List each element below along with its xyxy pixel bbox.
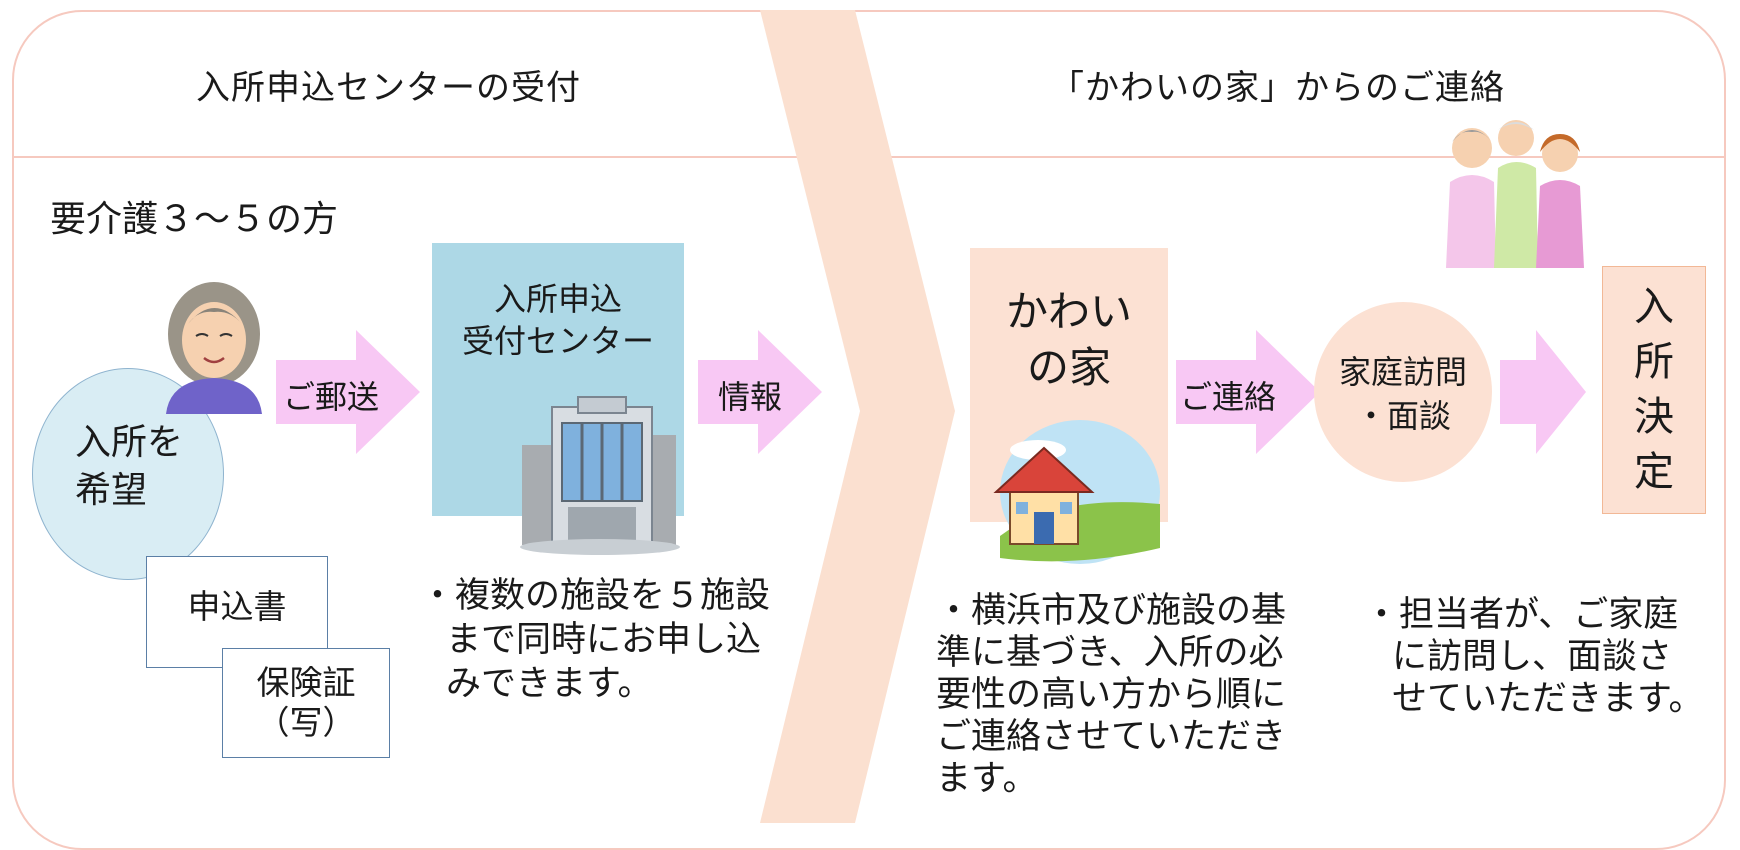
home-visit-label-line1: 家庭訪問 [1338, 353, 1467, 391]
admission-decision-char-3: 決 [1634, 394, 1674, 440]
priority-note-line1: ・横浜市及び施設の基 [936, 591, 1287, 631]
office-building-icon [520, 396, 680, 555]
family-group-icon [1446, 120, 1584, 268]
elderly-woman-icon [166, 282, 262, 414]
facility-title-line2: の家 [1026, 343, 1111, 392]
applicant-label-line2: 希望 [75, 470, 148, 511]
visit-note-line3: せていただきます。 [1392, 679, 1704, 719]
home-visit-label-line2: ・面談 [1354, 397, 1451, 435]
info-arrow-label: 情報 [718, 378, 783, 416]
reception-center-title: 入所申込 受付センター [432, 278, 684, 362]
phase-chevron [760, 10, 955, 823]
priority-note-line3: 要性の高い方から順に [936, 675, 1287, 715]
contact-arrow [1176, 330, 1320, 454]
application-form-label: 申込書 [187, 587, 287, 626]
admission-decision-char-2: 所 [1634, 339, 1674, 385]
reception-center-title-line2: 受付センター [461, 322, 654, 360]
contact-arrow-label: ご連絡 [1180, 378, 1277, 416]
multi-facility-note-line2: まで同時にお申し込 [446, 620, 762, 660]
house-icon [993, 420, 1160, 564]
home-visit-circle [1314, 302, 1492, 482]
mail-arrow [276, 330, 420, 454]
visit-note: ・担当者が、ご家庭 に訪問し、面談さ せていただきます。 [1364, 594, 1704, 720]
mail-arrow-label: ご郵送 [283, 378, 380, 416]
reception-center-title-line1: 入所申込 [493, 280, 622, 318]
target-note: 要介護３～５の方 [50, 199, 339, 240]
multi-facility-note-line1: ・複数の施設を５施設 [420, 576, 771, 616]
facility-title: かわい の家 [970, 284, 1168, 396]
insurance-card-copy-label: （写） [256, 703, 356, 742]
priority-note-line4: ご連絡させていただき [936, 717, 1287, 757]
multi-facility-note-line3: みできます。 [446, 664, 653, 704]
applicant-label-line1: 入所を [75, 422, 184, 463]
decision-arrow [1500, 330, 1586, 454]
admission-decision-box [1602, 266, 1706, 514]
admission-decision-char-4: 定 [1634, 449, 1674, 495]
admission-decision-char-1: 入 [1634, 284, 1674, 330]
insurance-card-box: 保険証 （写） [222, 648, 390, 758]
left-section-heading: 入所申込センターの受付 [196, 68, 581, 108]
multi-facility-note: ・複数の施設を５施設 まで同時にお申し込 みできます。 [420, 574, 770, 706]
priority-note-line2: 準に基づき、入所の必 [936, 633, 1284, 673]
info-arrow [698, 330, 822, 454]
priority-note: ・横浜市及び施設の基 準に基づき、入所の必 要性の高い方から順に ご連絡させてい… [936, 590, 1286, 800]
visit-note-line1: ・担当者が、ご家庭 [1364, 595, 1679, 635]
facility-title-line1: かわい [1005, 287, 1132, 336]
insurance-card-label: 保険証 [256, 663, 356, 702]
priority-note-line5: ます。 [936, 759, 1038, 799]
right-section-heading: 「かわいの家」からのご連絡 [1050, 68, 1505, 108]
admission-decision-label: 入 所 決 定 [1602, 280, 1706, 500]
visit-note-line2: に訪問し、面談さ [1392, 637, 1673, 677]
home-visit-label: 家庭訪問 ・面談 [1314, 350, 1492, 438]
